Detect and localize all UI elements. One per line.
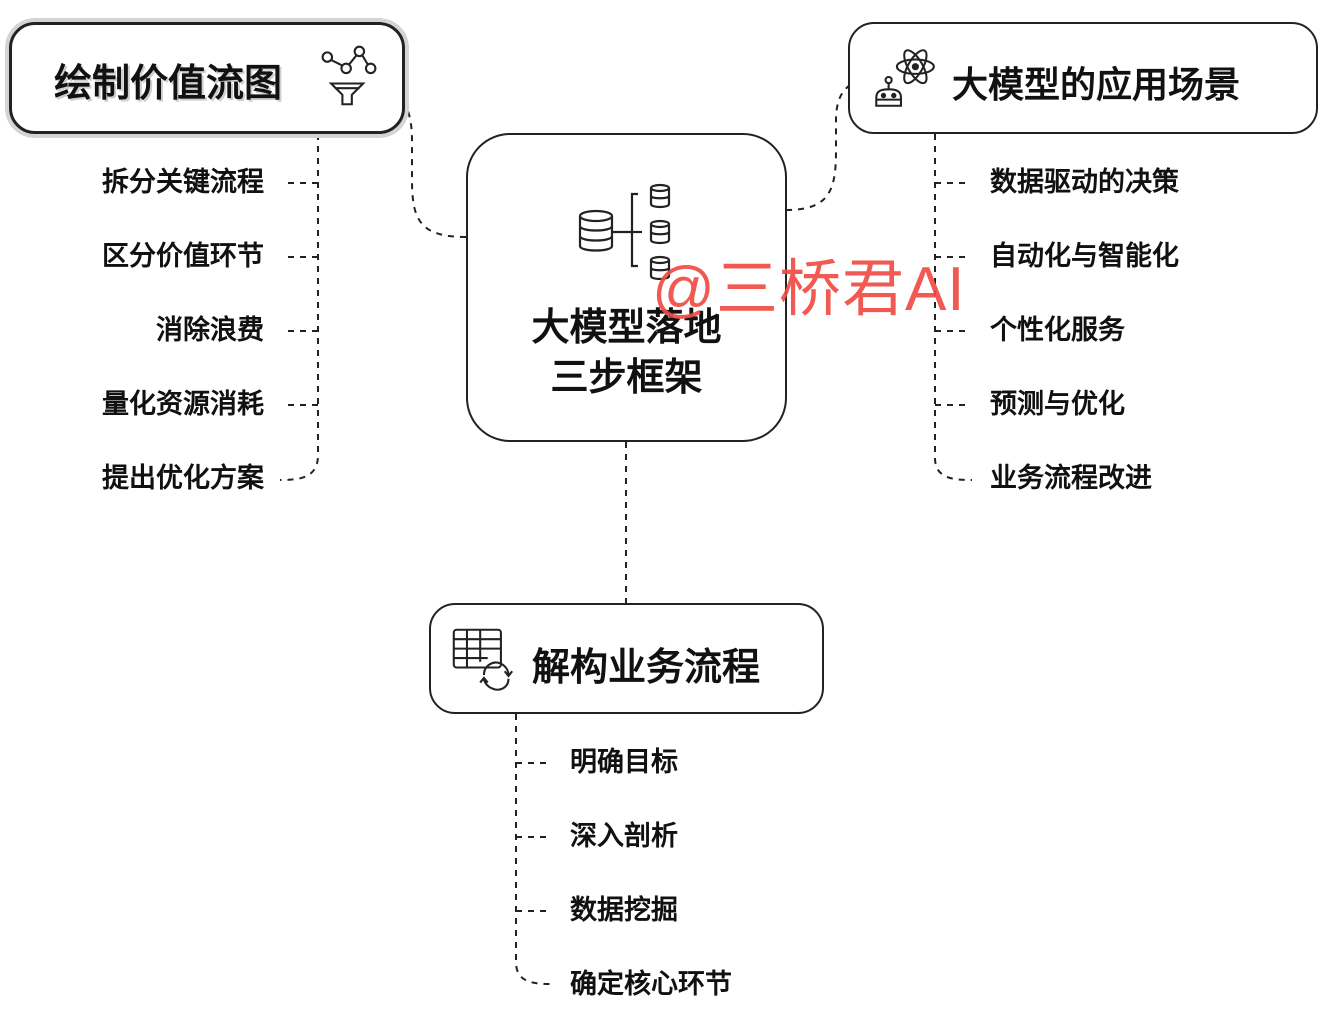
watermark: @三桥君AI bbox=[652, 255, 966, 324]
funnel-nodes-icon bbox=[321, 45, 377, 106]
robot-atom-icon bbox=[875, 49, 935, 107]
left-item-3: 消除浪费 bbox=[156, 315, 264, 346]
business-process-node[interactable] bbox=[429, 603, 824, 714]
right-item-2: 自动化与智能化 bbox=[990, 241, 1179, 272]
left-item-2: 区分价值环节 bbox=[102, 241, 264, 272]
right-item-1: 数据驱动的决策 bbox=[990, 167, 1179, 198]
center-framework-node[interactable] bbox=[466, 133, 787, 442]
right-item-3: 个性化服务 bbox=[990, 315, 1125, 346]
value-stream-node[interactable] bbox=[9, 22, 405, 134]
left-item-1: 拆分关键流程 bbox=[102, 167, 264, 198]
left-item-4: 量化资源消耗 bbox=[102, 389, 264, 420]
database-tree-icon bbox=[578, 183, 671, 280]
value-stream-title: 绘制价值流图 bbox=[54, 61, 283, 105]
center-title-line1: 大模型落地 bbox=[531, 305, 722, 349]
center-title-line2: 三步框架 bbox=[550, 355, 703, 399]
right-item-4: 预测与优化 bbox=[990, 389, 1125, 420]
application-scenarios-title: 大模型的应用场景 bbox=[952, 65, 1241, 106]
left-item-5: 提出优化方案 bbox=[102, 463, 264, 494]
bottom-item-4: 确定核心环节 bbox=[570, 969, 732, 1000]
bottom-item-1: 明确目标 bbox=[570, 747, 678, 778]
table-refresh-icon bbox=[452, 628, 514, 691]
bottom-item-2: 深入剖析 bbox=[570, 821, 678, 852]
bottom-item-3: 数据挖掘 bbox=[570, 895, 678, 926]
business-process-title: 解构业务流程 bbox=[532, 645, 761, 689]
right-item-5: 业务流程改进 bbox=[990, 463, 1152, 494]
